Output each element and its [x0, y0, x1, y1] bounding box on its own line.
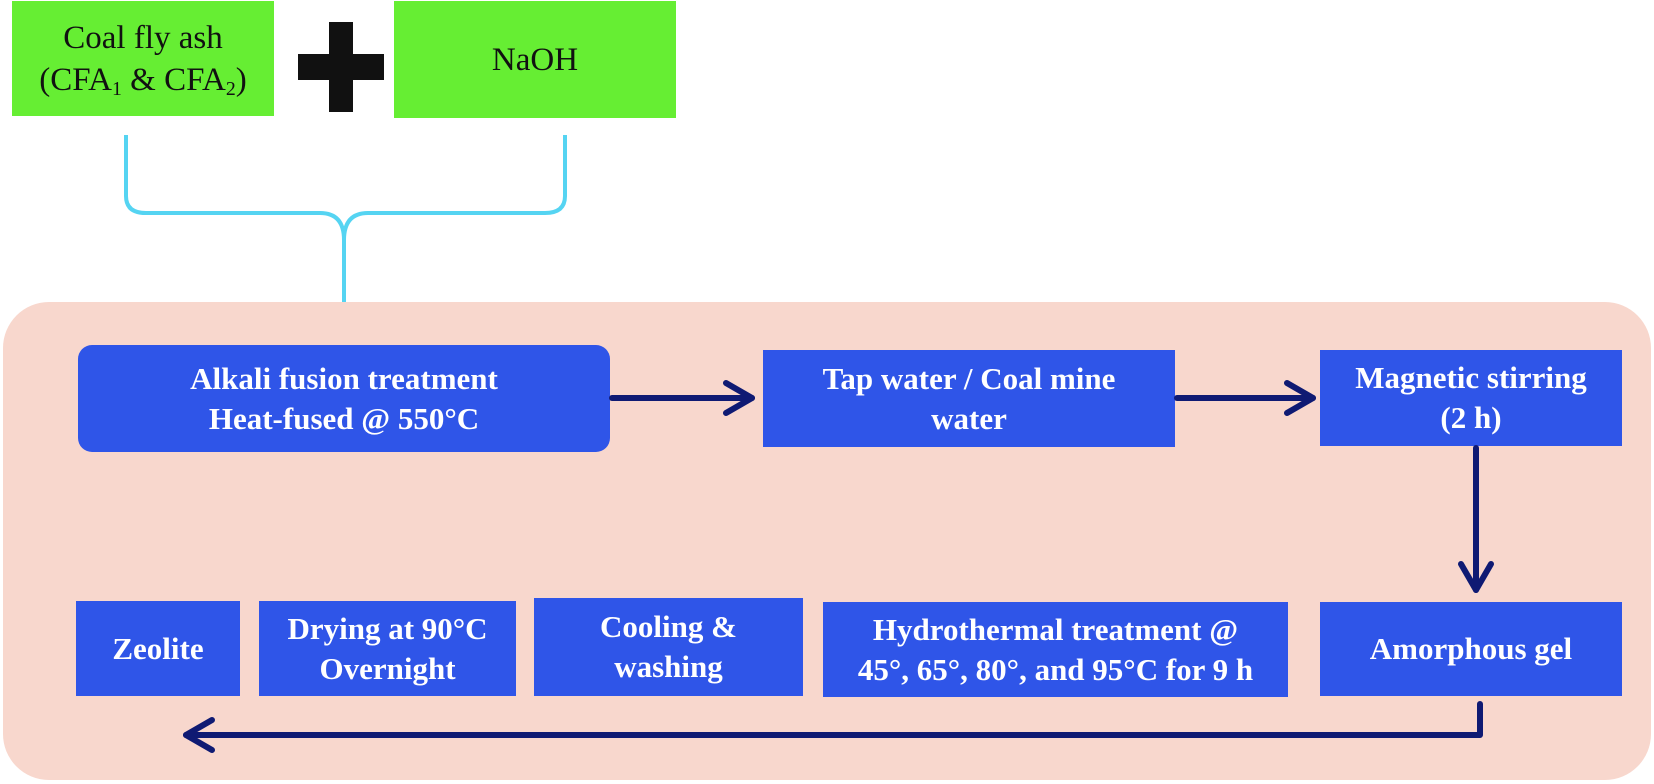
- arrow-return-line: [183, 701, 1483, 738]
- alkali-fusion-line2: Heat-fused @ 550°C: [208, 400, 480, 436]
- magnetic-stirring-box: Magnetic stirring (2 h): [1320, 350, 1622, 446]
- cfa-close: ): [235, 61, 247, 98]
- amorphous-gel-line1: Amorphous gel: [1369, 631, 1573, 666]
- cfa-open: (CFA: [39, 61, 113, 98]
- hydrothermal-line2: 45°, 65°, 80°, and 95°C for 9 h: [857, 651, 1254, 687]
- alkali-fusion-box: Alkali fusion treatment Heat-fused @ 550…: [78, 345, 610, 452]
- amorphous-gel-box: Amorphous gel: [1320, 602, 1622, 696]
- drying-box: Drying at 90°C Overnight: [259, 601, 516, 696]
- cooling-washing-line1: Cooling &: [600, 609, 737, 644]
- drying-line2: Overnight: [319, 650, 456, 686]
- cfa-sub2: 2: [225, 77, 236, 100]
- alkali-fusion-line1: Alkali fusion treatment: [190, 360, 498, 396]
- zeolite-box: Zeolite: [76, 601, 240, 696]
- cfa-amp: & CFA: [121, 61, 226, 98]
- brace-path: [124, 135, 567, 302]
- coal-fly-ash-box: Coal fly ash (CFA1 & CFA2): [12, 1, 274, 116]
- zeolite-line1: Zeolite: [112, 630, 204, 666]
- arrowhead-water-to-stirring: [1284, 380, 1316, 416]
- tap-water-line2: water: [931, 400, 1007, 436]
- drying-line1: Drying at 90°C: [287, 610, 488, 646]
- arrowhead-stirring-to-gel: [1458, 561, 1494, 593]
- magnetic-stirring-line2: (2 h): [1440, 400, 1502, 435]
- magnetic-stirring-line1: Magnetic stirring: [1355, 360, 1587, 395]
- coal-fly-ash-line2: (CFA1 & CFA2): [39, 59, 246, 101]
- plus-horizontal-bar: [298, 54, 384, 80]
- tap-water-box: Tap water / Coal mine water: [763, 350, 1175, 447]
- arrowhead-return: [183, 717, 215, 753]
- cfa-sub1: 1: [112, 77, 122, 100]
- tap-water-line1: Tap water / Coal mine: [822, 360, 1116, 396]
- cooling-washing-line2: washing: [614, 649, 723, 684]
- coal-fly-ash-line1: Coal fly ash: [63, 19, 223, 56]
- hydrothermal-line1: Hydrothermal treatment @: [872, 611, 1239, 647]
- hydrothermal-box: Hydrothermal treatment @ 45°, 65°, 80°, …: [823, 602, 1288, 697]
- naoh-box: NaOH: [394, 1, 676, 118]
- cooling-washing-box: Cooling & washing: [534, 598, 803, 696]
- naoh-label: NaOH: [491, 41, 579, 78]
- arrowhead-fusion-to-water: [723, 380, 755, 416]
